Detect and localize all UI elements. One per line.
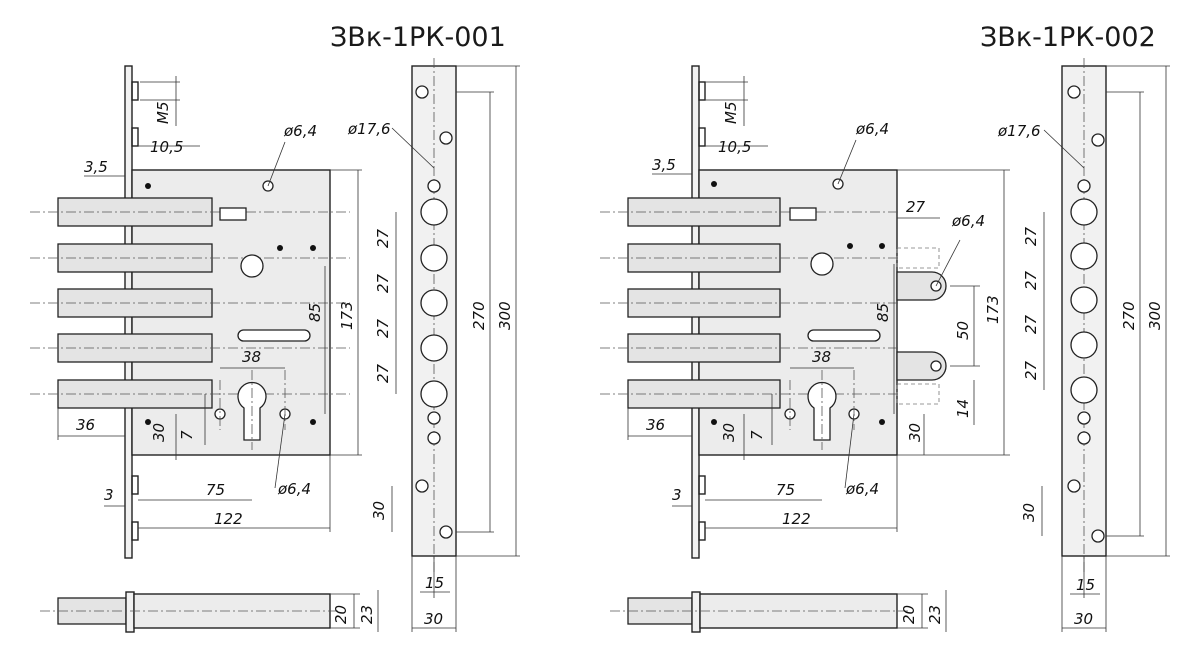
dimensions-left: M5 10,5 3,5 36 30 7 38 85 173 3 75 122 ø… xyxy=(57,76,362,532)
lock-left-side-view: 20 23 xyxy=(40,590,379,633)
dim-30: 30 xyxy=(370,501,388,520)
dim-7: 7 xyxy=(178,430,196,440)
dim-phi6-4-upper: ø6,4 xyxy=(855,120,889,138)
dim-85: 85 xyxy=(306,303,324,322)
dim-20: 20 xyxy=(900,605,918,624)
dim-30: 30 xyxy=(424,610,443,628)
dim-m5: M5 xyxy=(154,102,172,125)
dim-27: 27 xyxy=(1022,314,1040,334)
latch-pins-right xyxy=(896,247,947,405)
dim-75: 75 xyxy=(206,481,225,499)
dim-36: 36 xyxy=(76,416,95,434)
dim-3: 3 xyxy=(104,486,114,504)
dim-300: 300 xyxy=(1146,301,1164,330)
dim-36: 36 xyxy=(646,416,665,434)
faceplate-tab-left xyxy=(131,475,139,495)
dim-phi6-4-pin: ø6,4 xyxy=(951,212,985,230)
dim-270: 270 xyxy=(470,301,488,330)
dim-38: 38 xyxy=(812,348,831,366)
dim-30: 30 xyxy=(1020,503,1038,522)
dim-122: 122 xyxy=(214,510,243,528)
dim-phi6-4-upper: ø6,4 xyxy=(283,122,317,140)
lock-right-side-view: 20 23 xyxy=(610,590,947,633)
lock-left-front-view xyxy=(30,65,350,559)
dim-7: 7 xyxy=(748,430,766,440)
dim-27: 27 xyxy=(1022,226,1040,246)
dim-30: 30 xyxy=(150,423,168,442)
bolts-left xyxy=(30,197,350,409)
lock-right-front-view xyxy=(600,65,947,559)
dim-15: 15 xyxy=(425,574,444,592)
dim-3: 3 xyxy=(672,486,682,504)
dim-3-5: 3,5 xyxy=(652,156,676,174)
dim-300: 300 xyxy=(496,301,514,330)
dim-15: 15 xyxy=(1076,576,1095,594)
dim-30: 30 xyxy=(1074,610,1093,628)
strike-plate-right xyxy=(1061,58,1107,575)
dim-14: 14 xyxy=(954,399,972,418)
strike-plate-left xyxy=(411,58,457,575)
dim-23: 23 xyxy=(358,605,376,624)
dim-20: 20 xyxy=(332,605,350,624)
spindle-hole xyxy=(240,254,264,278)
dim-27: 27 xyxy=(906,198,926,216)
dim-27: 27 xyxy=(374,363,392,383)
dim-27: 27 xyxy=(1022,360,1040,380)
dim-m5: M5 xyxy=(722,102,740,125)
strike-dimensions-right: ø17,6 27 27 27 27 30 270 300 15 30 xyxy=(997,65,1170,632)
dim-85: 85 xyxy=(874,303,892,322)
dim-phi17-6: ø17,6 xyxy=(347,120,391,138)
long-slot xyxy=(237,329,311,342)
dim-27: 27 xyxy=(374,273,392,293)
faceplate-tab-left xyxy=(131,521,139,541)
dim-38: 38 xyxy=(242,348,261,366)
dim-10-5: 10,5 xyxy=(718,138,751,156)
dim-30: 30 xyxy=(720,423,738,442)
dim-173: 173 xyxy=(984,295,1002,324)
dim-30: 30 xyxy=(906,423,924,442)
slot xyxy=(219,207,247,221)
dim-270: 270 xyxy=(1120,301,1138,330)
dim-173: 173 xyxy=(338,301,356,330)
dimensions-right: M5 10,5 3,5 36 30 7 38 85 27 ø6,4 50 14 … xyxy=(627,76,1010,532)
faceplate-tab-left xyxy=(131,127,139,147)
bolts-right xyxy=(600,197,900,409)
dim-122: 122 xyxy=(782,510,811,528)
dim-phi6-4-lower: ø6,4 xyxy=(277,480,311,498)
dim-phi6-4-lower: ø6,4 xyxy=(845,480,879,498)
faceplate-tab-left xyxy=(131,81,139,101)
dim-3-5: 3,5 xyxy=(84,158,108,176)
dim-27: 27 xyxy=(374,318,392,338)
dim-phi17-6: ø17,6 xyxy=(997,122,1041,140)
dim-23: 23 xyxy=(926,605,944,624)
dim-10-5: 10,5 xyxy=(150,138,183,156)
dim-75: 75 xyxy=(776,481,795,499)
dim-27: 27 xyxy=(374,228,392,248)
title-left-model: ЗВк-1РК-001 xyxy=(330,22,506,53)
dim-27: 27 xyxy=(1022,270,1040,290)
strike-dimensions-left: ø17,6 27 27 27 27 30 270 300 15 30 xyxy=(347,65,520,632)
title-right-model: ЗВк-1РК-002 xyxy=(980,22,1156,53)
dim-50: 50 xyxy=(954,321,972,340)
